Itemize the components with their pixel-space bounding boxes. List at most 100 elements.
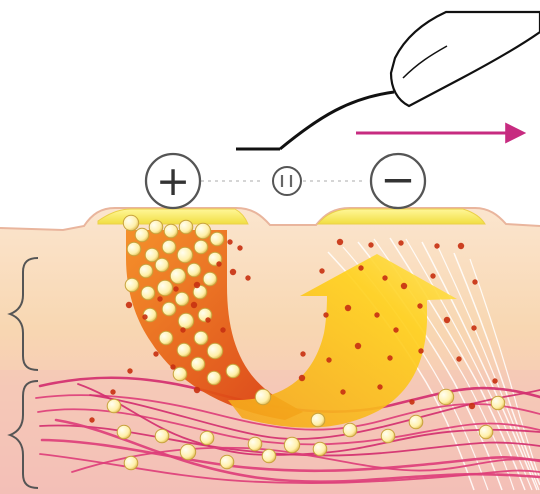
red-particle bbox=[458, 243, 464, 249]
charge-circle-icon bbox=[273, 167, 301, 195]
yellow-particle bbox=[210, 232, 224, 246]
red-particle bbox=[245, 275, 250, 280]
yellow-particle bbox=[125, 278, 139, 292]
yellow-particle bbox=[162, 302, 176, 316]
yellow-particle bbox=[311, 413, 325, 427]
red-particle bbox=[430, 273, 435, 278]
red-particle bbox=[345, 305, 351, 311]
yellow-particle bbox=[159, 331, 173, 345]
red-particle bbox=[409, 399, 414, 404]
red-particle bbox=[368, 242, 373, 247]
yellow-particle bbox=[145, 248, 159, 262]
red-particle bbox=[326, 357, 331, 362]
red-particle bbox=[142, 314, 147, 319]
red-particle bbox=[387, 355, 392, 360]
red-particle bbox=[393, 327, 398, 332]
yellow-particle bbox=[226, 364, 240, 378]
yellow-particle bbox=[155, 258, 169, 272]
yellow-particle bbox=[178, 313, 193, 328]
yellow-particle bbox=[203, 272, 217, 286]
red-particle bbox=[205, 317, 210, 322]
red-particle bbox=[337, 239, 343, 245]
red-particle bbox=[110, 389, 115, 394]
yellow-particle bbox=[127, 242, 141, 256]
red-particle bbox=[456, 356, 461, 361]
red-particle bbox=[358, 265, 363, 270]
yellow-particle bbox=[381, 429, 395, 443]
red-particle bbox=[157, 296, 162, 301]
red-particle bbox=[299, 375, 305, 381]
yellow-particle bbox=[195, 223, 210, 238]
red-particle bbox=[300, 351, 305, 356]
red-particle bbox=[194, 282, 200, 288]
yellow-particle bbox=[139, 264, 153, 278]
red-particle bbox=[374, 312, 379, 317]
yellow-particle bbox=[123, 215, 138, 230]
red-particle bbox=[237, 245, 242, 250]
yellow-particle bbox=[175, 292, 189, 306]
yellow-particle bbox=[187, 263, 201, 277]
yellow-particle bbox=[438, 389, 453, 404]
yellow-particle bbox=[124, 456, 138, 470]
red-particle bbox=[230, 269, 236, 275]
red-particle bbox=[153, 351, 158, 356]
red-particle bbox=[382, 275, 387, 280]
yellow-particle bbox=[155, 429, 169, 443]
yellow-particle bbox=[149, 220, 163, 234]
yellow-particle bbox=[164, 224, 178, 238]
positive-symbol: + bbox=[156, 157, 190, 205]
yellow-particle bbox=[117, 425, 131, 439]
red-particle bbox=[434, 243, 439, 248]
red-particle bbox=[340, 389, 345, 394]
red-particle bbox=[418, 348, 423, 353]
yellow-particle bbox=[177, 247, 192, 262]
yellow-particle bbox=[220, 455, 234, 469]
yellow-particle bbox=[191, 357, 205, 371]
red-particle bbox=[471, 325, 476, 330]
negative-electrode-icon: − bbox=[371, 154, 425, 208]
yellow-particle bbox=[491, 396, 505, 410]
red-particle bbox=[173, 286, 178, 291]
yellow-particle bbox=[162, 240, 176, 254]
yellow-particle bbox=[343, 423, 357, 437]
yellow-particle bbox=[255, 389, 270, 404]
positive-gel-pad bbox=[98, 209, 248, 224]
yellow-particle bbox=[200, 431, 214, 445]
yellow-particle bbox=[170, 268, 185, 283]
red-particle bbox=[401, 283, 407, 289]
red-particle bbox=[220, 327, 225, 332]
yellow-particle bbox=[107, 399, 121, 413]
red-particle bbox=[319, 268, 324, 273]
red-particle bbox=[126, 302, 132, 308]
red-particle bbox=[398, 240, 403, 245]
negative-gel-pad bbox=[318, 209, 485, 224]
red-particle bbox=[469, 403, 475, 409]
yellow-particle bbox=[262, 449, 276, 463]
yellow-particle bbox=[179, 220, 193, 234]
red-particle bbox=[355, 343, 361, 349]
red-particle bbox=[194, 387, 200, 393]
yellow-particle bbox=[313, 442, 327, 456]
positive-electrode-icon: + bbox=[146, 154, 200, 208]
yellow-particle bbox=[248, 437, 262, 451]
yellow-particle bbox=[194, 240, 208, 254]
yellow-particle bbox=[141, 286, 155, 300]
yellow-particle bbox=[409, 415, 423, 429]
yellow-particle bbox=[173, 367, 187, 381]
yellow-particle bbox=[284, 437, 299, 452]
red-particle bbox=[216, 261, 221, 266]
red-particle bbox=[417, 303, 422, 308]
yellow-particle bbox=[207, 371, 221, 385]
red-particle bbox=[127, 368, 132, 373]
red-particle bbox=[444, 317, 450, 323]
red-particle bbox=[377, 384, 382, 389]
negative-symbol: − bbox=[380, 155, 415, 204]
yellow-particle bbox=[180, 444, 195, 459]
yellow-particle bbox=[177, 343, 191, 357]
yellow-particle bbox=[479, 425, 493, 439]
red-particle bbox=[89, 417, 94, 422]
yellow-particle bbox=[157, 280, 172, 295]
yellow-particle bbox=[135, 228, 149, 242]
yellow-particle bbox=[207, 343, 222, 358]
